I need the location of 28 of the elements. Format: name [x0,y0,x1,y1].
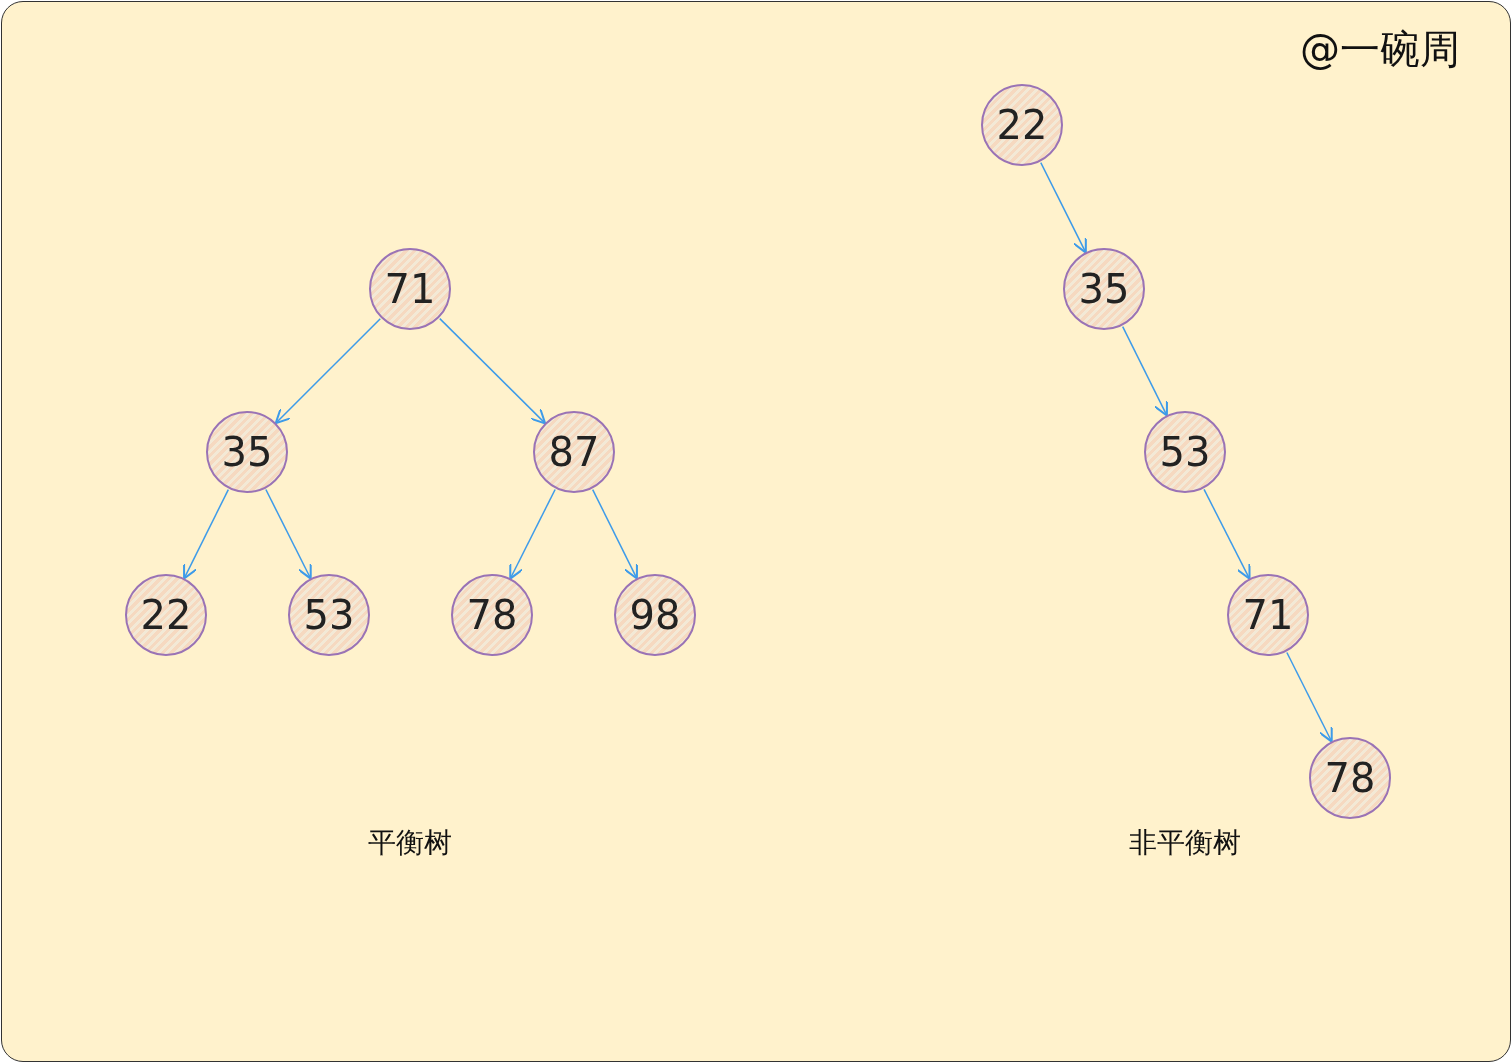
node-value: 71 [1242,592,1294,638]
node-value: 53 [303,592,355,638]
arrow [183,488,230,580]
arrow [509,488,556,580]
node-value: 87 [548,429,600,475]
node-value: 53 [1159,429,1211,475]
node-value: 71 [384,266,436,312]
arrow [591,488,638,580]
arrow [1040,161,1087,254]
tree-node-circle [369,248,451,330]
node-value: 22 [140,592,192,638]
tree-caption: 非平衡树 [1129,825,1241,861]
node-value: 22 [996,102,1048,148]
node-value: 35 [1078,266,1130,312]
node-value: 35 [221,429,273,475]
node-value: 78 [466,592,518,638]
tree-node-circle [206,411,288,493]
arrow [265,488,312,580]
tree-caption: 平衡树 [368,825,452,861]
node-value: 78 [1324,755,1376,801]
arrow [439,317,547,425]
arrow [1203,488,1251,580]
author-signature: @一碗周 [1300,25,1460,74]
arrow [1121,325,1168,417]
node-value: 98 [629,592,681,638]
tree-node-circle [533,411,615,493]
arrow [1286,651,1333,743]
arrow [274,317,382,425]
